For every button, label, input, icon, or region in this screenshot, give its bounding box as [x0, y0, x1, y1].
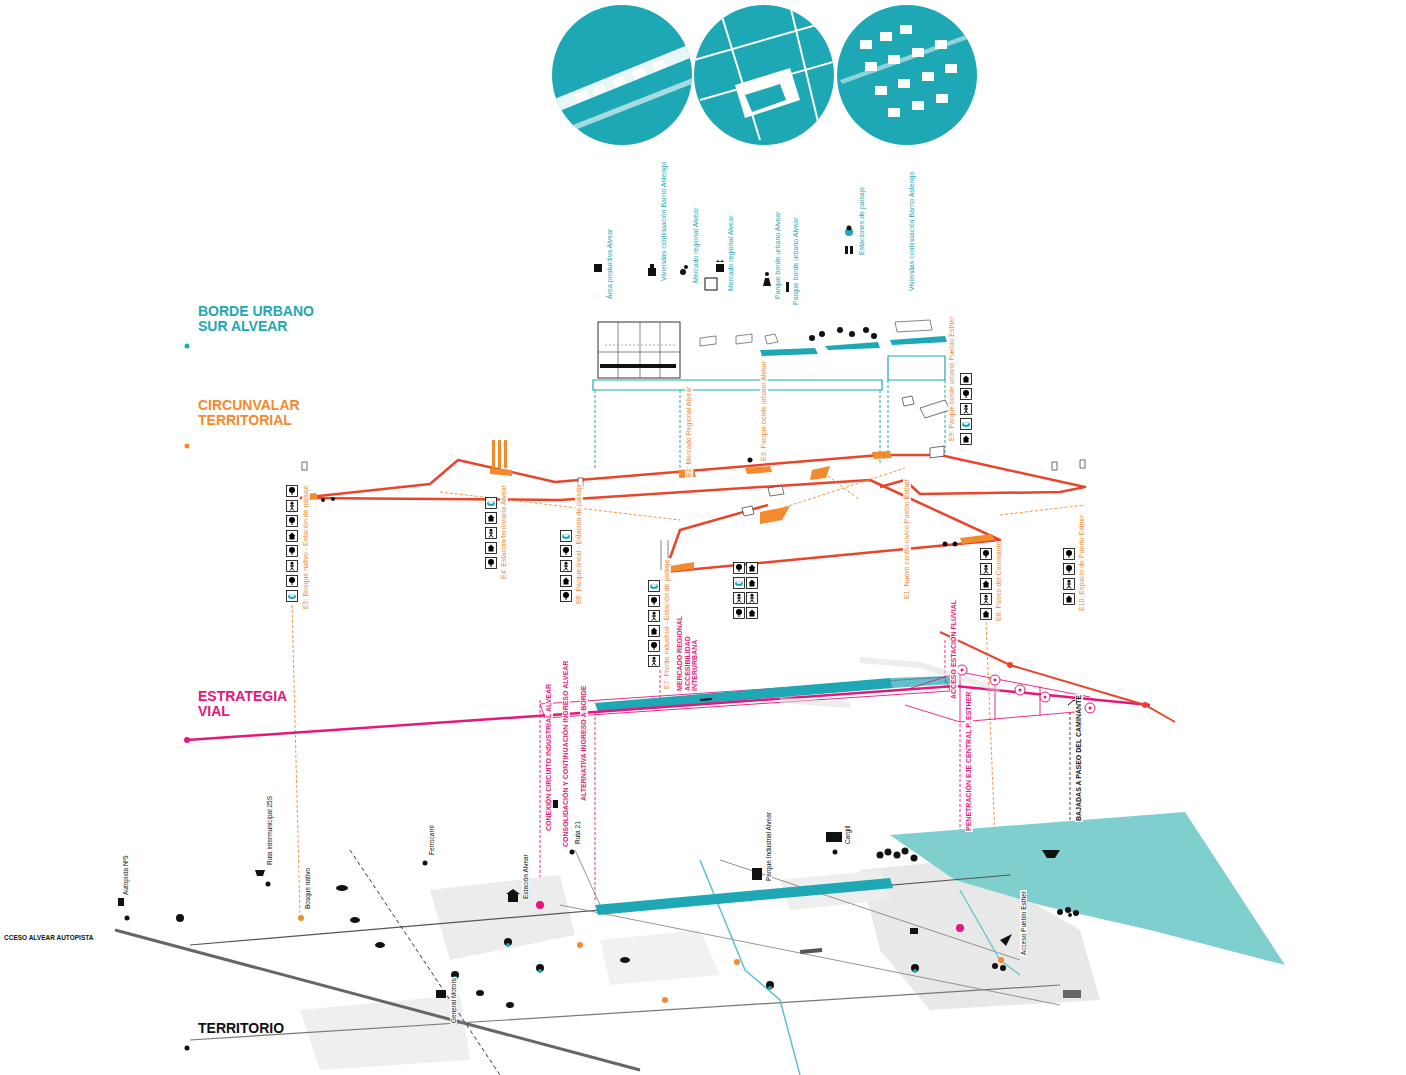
map-label: Ferrocarril [428, 824, 435, 856]
map-label: Estación Alvear [522, 853, 529, 900]
road-strategy-label: ACCESO ESTACIÓN FLUVIAL [950, 599, 958, 700]
road-strategy-label: MERCADO REGIONAL ACCESIBILIDAD INTERURBA… [676, 594, 699, 692]
map-label: Ruta 21 [574, 820, 581, 845]
station-label: E10: Espacio de Puerto Esther [1078, 514, 1086, 612]
station-label: E5: Bosque nativo - Estación de paisaje [302, 484, 310, 610]
map-label: Bosque nativo [304, 867, 311, 910]
layer-title: CIRCUNVALAR TERRITORIAL [198, 398, 316, 429]
station-label: E8: Paseo del Caminante [995, 541, 1003, 622]
program-icons [594, 226, 853, 293]
map-label: Cargill [844, 825, 851, 845]
map-label: Ruta intermunicipal 25S [266, 795, 273, 866]
map-label: Parque Industrial Alvear [765, 811, 772, 882]
program-label: Viviendas continuación Barrio Astengo [660, 161, 668, 282]
station-label: E6: Parque lineal - Estación de paisaje [575, 483, 583, 605]
layer-title: ESTRATEGIA VIAL [198, 689, 316, 720]
vignette-circles [552, 5, 982, 145]
map-label: Autopista Nº9 [122, 854, 129, 896]
program-label: Estaciones de paisaje [858, 186, 866, 256]
road-strategy-label: CONEXIÓN CIRCUITO INDUSTRIAL ALVEAR [545, 683, 553, 832]
station-label: E7: Frente industrial - Estación de pais… [663, 558, 671, 690]
territory-map [115, 800, 1285, 1075]
layer-title: BORDE URBANO SUR ALVEAR [198, 304, 316, 335]
map-label: General Motors [450, 977, 457, 1024]
program-label: Área productiva Alvear [606, 228, 614, 300]
station-label: E4: Estación ferroviaria Alvear [500, 484, 508, 580]
map-label: CCESO ALVEAR AUTOPISTA [4, 934, 93, 941]
station-label: E3: Parque borde urbano Alvear [760, 360, 768, 462]
road-strategy-label: PENETRACIÓN EJE CENTRAL P. ESTHER [965, 691, 973, 832]
program-label: Mercado regional Alvear [692, 207, 700, 285]
road-strategy-label: ALTERNATIVA INGRESO A BORDE [580, 685, 588, 803]
program-label: Parque borde urbano Alvear [792, 216, 800, 306]
station-label: E9: Parque borde urbano Pueblo Esther [948, 315, 956, 442]
road-strategy-label: BAJADAS A PASEO DEL CAMINANTE [1075, 694, 1083, 822]
map-label: Acceso Pueblo Esther [1020, 890, 1027, 956]
station-label: E1: Nuevo centro cívico Pueblo Esther [903, 478, 911, 600]
station-label: E2: Mercado Regional Alvear [685, 385, 693, 478]
layer-title: TERRITORIO [198, 1021, 284, 1036]
program-label: Parque borde urbano Alvear [774, 210, 782, 300]
program-label: Viviendas continuación Barrio Astengo [908, 171, 916, 292]
program-label: Mercado regional Alvear [727, 215, 735, 293]
road-strategy-label: CONSOLIDACIÓN Y CONTINUACIÓN INGRESO ALV… [562, 660, 570, 848]
layer-dots [185, 344, 190, 1051]
